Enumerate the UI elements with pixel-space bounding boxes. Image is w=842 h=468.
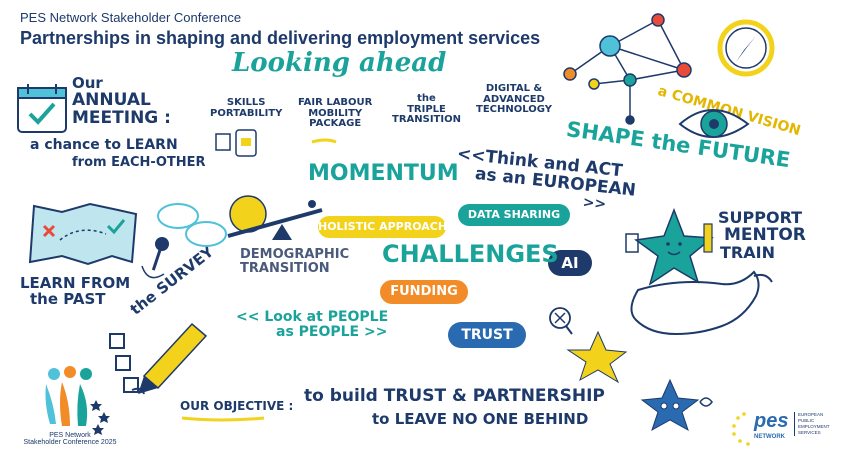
digital-line-2: ADVANCED <box>483 93 545 105</box>
topic-skills: SKILLS PORTABILITY <box>210 97 283 119</box>
survey-text: the SURVEY <box>126 242 218 319</box>
digital-line-3: TECHNOLOGY <box>476 104 552 115</box>
star-character-icon <box>634 207 714 286</box>
annual-line-2: ANNUAL <box>72 89 151 110</box>
trust-badge: TRUST <box>448 322 526 348</box>
pes-side-4: SERVICES <box>798 430 821 435</box>
annual-line-1: Our <box>72 74 103 92</box>
people-line-2: as PEOPLE >> <box>276 323 388 340</box>
triple-line-2: TRIPLE <box>407 103 446 115</box>
pes-logo-word: pes <box>754 410 789 432</box>
support-line-3: TRAIN <box>720 242 775 262</box>
conf-logo-line-1: PES Network <box>49 432 91 439</box>
survey-pencil-icon <box>131 322 208 395</box>
compass-icon <box>717 19 775 77</box>
fair-line-1: FAIR LABOUR <box>298 97 373 108</box>
topic-triple: the TRIPLE TRANSITION <box>392 93 461 126</box>
funding-badge: FUNDING <box>380 280 468 304</box>
pes-logo-sub: NETWORK <box>754 434 785 440</box>
conf-logo-line-2: Stakeholder Conference 2025 <box>23 439 117 446</box>
fair-line-3: PACKAGE <box>309 118 362 129</box>
seesaw-icon <box>227 195 323 240</box>
pes-logo-icon <box>732 412 750 446</box>
page-title: Partnerships in shaping and delivering e… <box>20 28 541 48</box>
support-text: SUPPORT MENTOR TRAIN <box>718 208 806 262</box>
map-icon <box>28 202 138 266</box>
yellow-star-icon <box>566 330 628 384</box>
demo-line-1: DEMOGRAPHIC <box>240 247 350 262</box>
demographic-text: DEMOGRAPHIC TRANSITION <box>240 248 349 275</box>
support-line-1: SUPPORT <box>718 208 803 227</box>
pencil-icon <box>625 233 639 253</box>
support-line-2: MENTOR <box>724 224 806 245</box>
conference-logo-icon <box>45 366 110 435</box>
checkbox-icon <box>109 333 139 393</box>
annual-line-3: MEETING : <box>72 107 171 128</box>
blue-star-icon <box>640 378 713 432</box>
pes-side-2: PUBLIC <box>798 418 815 423</box>
objective-line-1: to build TRUST & PARTNERSHIP <box>304 386 605 406</box>
fair-labour-underline <box>311 138 337 144</box>
annual-line-4: a chance to LEARN <box>30 137 178 153</box>
pes-logo-side: EUROPEAN PUBLIC EMPLOYMENT SERVICES <box>794 412 830 436</box>
learn-line-1: LEARN FROM <box>20 274 131 292</box>
document-icon <box>215 129 257 157</box>
demo-line-2: TRANSITION <box>240 260 330 276</box>
data-sharing-badge: DATA SHARING <box>458 204 570 226</box>
speech-bubble-icon <box>157 203 227 247</box>
pes-side-3: EMPLOYMENT <box>798 424 830 429</box>
headline: Looking ahead <box>232 48 447 78</box>
header-subtitle: PES Network Stakeholder Conference <box>20 10 242 25</box>
conference-logo-text: PES Network Stakeholder Conference 2025 <box>22 432 118 446</box>
annual-line-5: from EACH-OTHER <box>72 155 206 170</box>
hand-icon <box>630 270 773 336</box>
people-text: << Look at PEOPLE as PEOPLE >> <box>236 310 388 339</box>
objective-line-2: to LEAVE NO ONE BEHIND <box>372 410 589 428</box>
momentum-text: MOMENTUM <box>308 161 459 186</box>
skills-line-1: SKILLS <box>226 97 266 108</box>
challenges-text: CHALLENGES <box>382 240 559 268</box>
calendar-icon <box>17 84 67 133</box>
network-icon <box>563 13 692 125</box>
topic-digital: DIGITAL & ADVANCED TECHNOLOGY <box>476 83 552 116</box>
objective-underline <box>181 416 265 422</box>
magnifier-icon <box>549 307 573 335</box>
triple-line-3: TRANSITION <box>392 114 461 125</box>
topic-fair-labour: FAIR LABOUR MOBILITY PACKAGE <box>298 97 373 130</box>
common-vision-text: a COMMON VISION <box>655 83 803 140</box>
fair-line-2: MOBILITY <box>308 107 363 119</box>
learn-past-text: LEARN FROM the PAST <box>20 274 131 308</box>
people-line-1: << Look at PEOPLE <box>236 309 389 325</box>
digital-line-1: DIGITAL & <box>485 83 543 94</box>
microphone-icon <box>141 237 169 279</box>
holistic-approach-badge: HOLISTIC APPROACH <box>318 216 447 238</box>
ai-badge: AI <box>548 250 592 276</box>
learn-line-2: the PAST <box>30 289 106 308</box>
skills-line-2: PORTABILITY <box>210 107 283 119</box>
annual-meeting-text: Our ANNUAL MEETING : <box>72 74 171 128</box>
pes-side-1: EUROPEAN <box>798 412 824 417</box>
objective-label: OUR OBJECTIVE : <box>180 399 294 413</box>
triple-line-1: the <box>417 93 436 104</box>
